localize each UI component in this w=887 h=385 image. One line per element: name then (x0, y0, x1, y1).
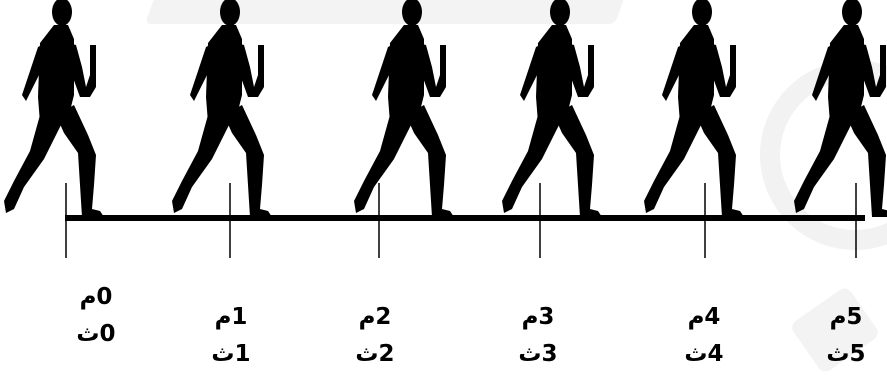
marker-label-2: 2م 2ث (335, 303, 415, 377)
distance-label: 3م (521, 304, 555, 330)
marker-label-5: 5م 5ث (806, 303, 886, 377)
time-label: 0ث (76, 321, 116, 347)
marker-label-3: 3م 3ث (498, 303, 578, 377)
distance-label: 1م (214, 304, 248, 330)
time-label: 5ث (826, 341, 866, 367)
distance-label: 5م (829, 304, 863, 330)
distance-label: 4م (687, 304, 721, 330)
runner-figure-3 (502, 0, 602, 217)
time-label: 1ث (211, 341, 251, 367)
distance-label: 0م (79, 284, 113, 310)
runner-figure-4 (644, 0, 744, 217)
marker-label-1: 1م 1ث (191, 303, 271, 377)
runner-figure-5 (794, 0, 887, 217)
time-label: 3ث (518, 341, 558, 367)
marker-label-0: 0م 0ث (56, 283, 136, 357)
runner-figure-2 (354, 0, 454, 217)
marker-label-4: 4م 4ث (664, 303, 744, 377)
runner-figure-1 (172, 0, 272, 217)
distance-label: 2م (358, 304, 392, 330)
time-label: 2ث (355, 341, 395, 367)
time-label: 4ث (684, 341, 724, 367)
ground-line (65, 215, 865, 221)
runner-figure-0 (4, 0, 104, 217)
